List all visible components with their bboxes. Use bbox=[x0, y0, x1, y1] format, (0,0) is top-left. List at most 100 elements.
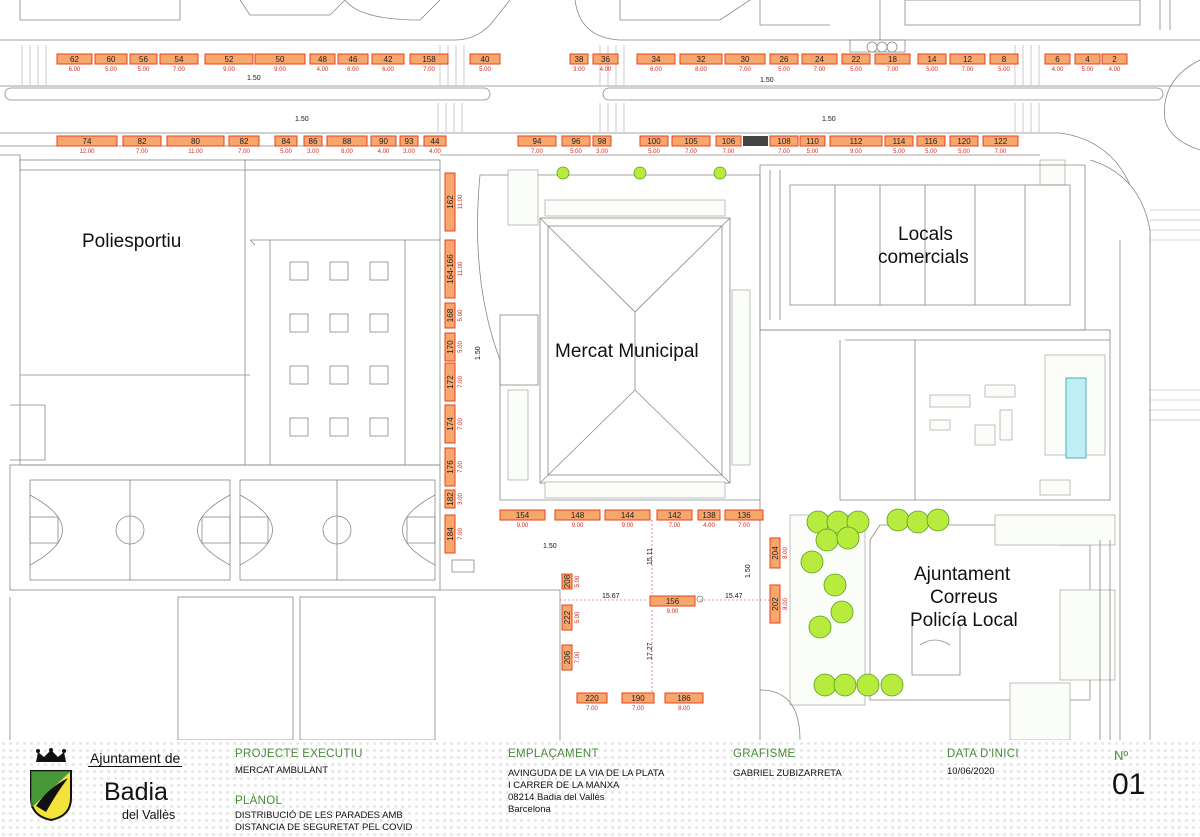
number-label: Nº bbox=[1114, 748, 1129, 763]
stall-62: 626.00 bbox=[56, 53, 93, 73]
stall-number: 88 bbox=[343, 137, 352, 146]
emplacament-value: AVINGUDA DE LA VIA DE LA PLATA I CARRER … bbox=[508, 768, 664, 816]
stall-box bbox=[129, 53, 158, 65]
stall-box bbox=[671, 135, 711, 147]
stall-50: 509.00 bbox=[254, 53, 306, 73]
stall-number: 208 bbox=[563, 574, 572, 588]
stall-number: 110 bbox=[806, 137, 819, 146]
stall-length: 5.00 bbox=[648, 149, 660, 155]
stall-number: 112 bbox=[850, 137, 863, 146]
stall-length: 5.00 bbox=[850, 67, 862, 73]
stall-length: 7.00 bbox=[738, 523, 750, 529]
stall-box bbox=[874, 53, 911, 65]
stall-length: 9.00 bbox=[667, 609, 679, 615]
trees bbox=[556, 166, 950, 697]
site-plan: Poliesportiu Locals comercials Mercat Mu… bbox=[0, 0, 1200, 740]
planol-value: DISTRIBUCIÓ DE LES PARADES AMB DISTANCIA… bbox=[235, 810, 412, 834]
distance-label: 1.50 bbox=[295, 116, 309, 123]
logo-badia: Badia bbox=[104, 778, 168, 806]
stall-38: 383.00 bbox=[569, 53, 589, 73]
stall-number: 170 bbox=[446, 340, 455, 354]
stall-98: 983.00 bbox=[592, 135, 612, 155]
planol-label: PLÀNOL bbox=[235, 795, 283, 807]
stall-box bbox=[656, 509, 693, 521]
stall-number: 2 bbox=[1112, 55, 1117, 64]
mercat-label: Mercat Municipal bbox=[555, 341, 699, 362]
stall-box bbox=[769, 584, 781, 624]
stall-number: 26 bbox=[780, 55, 789, 64]
stall-number: 96 bbox=[572, 137, 581, 146]
emplacament-line-3: 08214 Badia del Vallès bbox=[508, 792, 605, 803]
stall-length: 9.00 bbox=[572, 523, 584, 529]
stall-box bbox=[444, 362, 456, 402]
stall-number: 100 bbox=[647, 137, 661, 146]
stall-length: 7.00 bbox=[238, 149, 250, 155]
stall-length: 11.00 bbox=[458, 261, 464, 276]
stall-number: 114 bbox=[893, 137, 906, 146]
stall-box bbox=[444, 172, 456, 232]
stall-82: 827.00 bbox=[122, 135, 162, 155]
stall-6: 64.00 bbox=[1044, 53, 1071, 73]
stall-box bbox=[561, 644, 573, 671]
mercat-building bbox=[477, 159, 1066, 501]
stall-box bbox=[444, 514, 456, 554]
distance-label: 1.50 bbox=[543, 543, 557, 550]
stall-86: 863.00 bbox=[303, 135, 323, 155]
stall-length: 5.00 bbox=[925, 149, 937, 155]
stall-length: 8.00 bbox=[783, 547, 789, 559]
stall-number: 116 bbox=[925, 137, 938, 146]
stall-box bbox=[561, 604, 573, 631]
stall-length: 4.00 bbox=[1052, 67, 1064, 73]
stall-length: 4.00 bbox=[1109, 67, 1121, 73]
stall-length: 5.00 bbox=[575, 611, 581, 623]
stall-length: 6.00 bbox=[69, 67, 81, 73]
stall-box bbox=[769, 537, 781, 569]
stall-number: 30 bbox=[741, 55, 750, 64]
stall-number: 24 bbox=[815, 55, 824, 64]
stall-length: 5.00 bbox=[570, 149, 582, 155]
stall-22: 225.00 bbox=[841, 53, 871, 73]
stall-length: 8.00 bbox=[695, 67, 707, 73]
stall-box bbox=[592, 53, 619, 65]
stall-box bbox=[769, 135, 799, 147]
stall-box bbox=[576, 692, 608, 704]
distance-label: 15.67 bbox=[602, 593, 620, 600]
stall-14: 145.00 bbox=[917, 53, 947, 73]
stall-length: 7.00 bbox=[669, 523, 681, 529]
stall-box bbox=[769, 53, 799, 65]
stall-number: 138 bbox=[702, 511, 716, 520]
stall-box bbox=[724, 509, 764, 521]
shield-icon bbox=[30, 770, 72, 822]
stall-12: 127.00 bbox=[949, 53, 986, 73]
stall-number: 204 bbox=[771, 546, 780, 560]
stall-number: 38 bbox=[575, 55, 584, 64]
stall-box bbox=[917, 53, 947, 65]
stall-box bbox=[371, 53, 405, 65]
stall-box bbox=[949, 53, 986, 65]
stall-box bbox=[254, 53, 306, 65]
stall-number: 34 bbox=[652, 55, 661, 64]
planol-line-1: DISTRIBUCIÓ DE LES PARADES AMB bbox=[235, 810, 403, 821]
stall-length: 7.00 bbox=[458, 418, 464, 430]
stall-length: 9.00 bbox=[517, 523, 529, 529]
stall-number: 54 bbox=[175, 55, 184, 64]
stall-number: 154 bbox=[516, 511, 530, 520]
stall-length: 3.00 bbox=[573, 67, 585, 73]
stall-box bbox=[1101, 53, 1128, 65]
stall-88: 888.00 bbox=[326, 135, 368, 155]
stall-length: 6.00 bbox=[382, 67, 394, 73]
stall-number: 220 bbox=[585, 694, 599, 703]
stall-number: 174 bbox=[446, 417, 455, 431]
stall-box bbox=[159, 53, 199, 65]
stall-number: 164-166 bbox=[446, 254, 455, 284]
stall-length: 6.00 bbox=[347, 67, 359, 73]
